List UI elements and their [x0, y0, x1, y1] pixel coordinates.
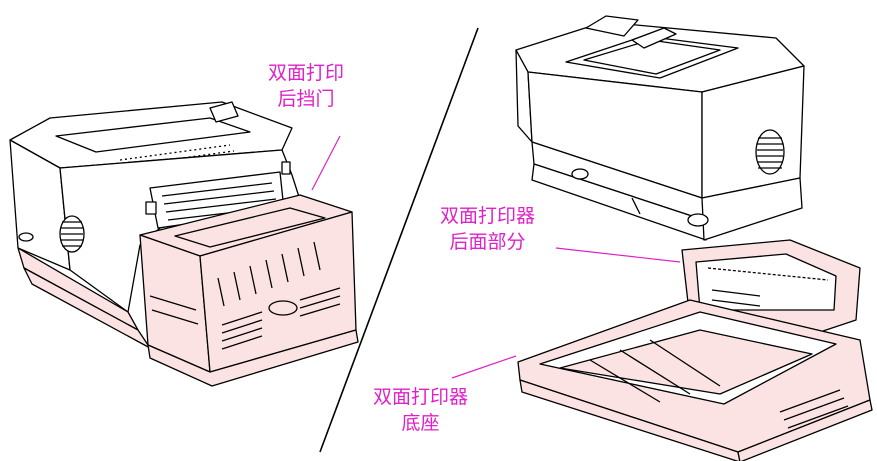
- callout-rear-door: 双面打印 后挡门: [268, 60, 344, 112]
- right-printer: [515, 15, 805, 241]
- duplexer-rear-leader: [555, 247, 681, 263]
- callout-duplexer-rear: 双面打印器 后面部分: [440, 203, 535, 255]
- callout-rear-door-line1: 双面打印: [268, 62, 345, 84]
- callout-rear-door-line2: 后挡门: [277, 88, 335, 110]
- rear-door-leader: [311, 135, 341, 191]
- right-duplexer-parts: [517, 239, 873, 461]
- left-duplexer-unit: [139, 194, 359, 387]
- divider-line: [319, 27, 479, 453]
- duplexer-base-leader: [451, 355, 517, 379]
- callout-duplexer-base: 双面打印器 底座: [373, 384, 468, 436]
- callout-duplexer-rear-line2: 后面部分: [449, 231, 526, 253]
- callout-duplexer-base-line1: 双面打印器: [373, 386, 469, 408]
- callout-duplexer-rear-line1: 双面打印器: [440, 205, 536, 227]
- left-printer-with-duplexer: [9, 101, 301, 349]
- callout-duplexer-base-line2: 底座: [401, 412, 440, 434]
